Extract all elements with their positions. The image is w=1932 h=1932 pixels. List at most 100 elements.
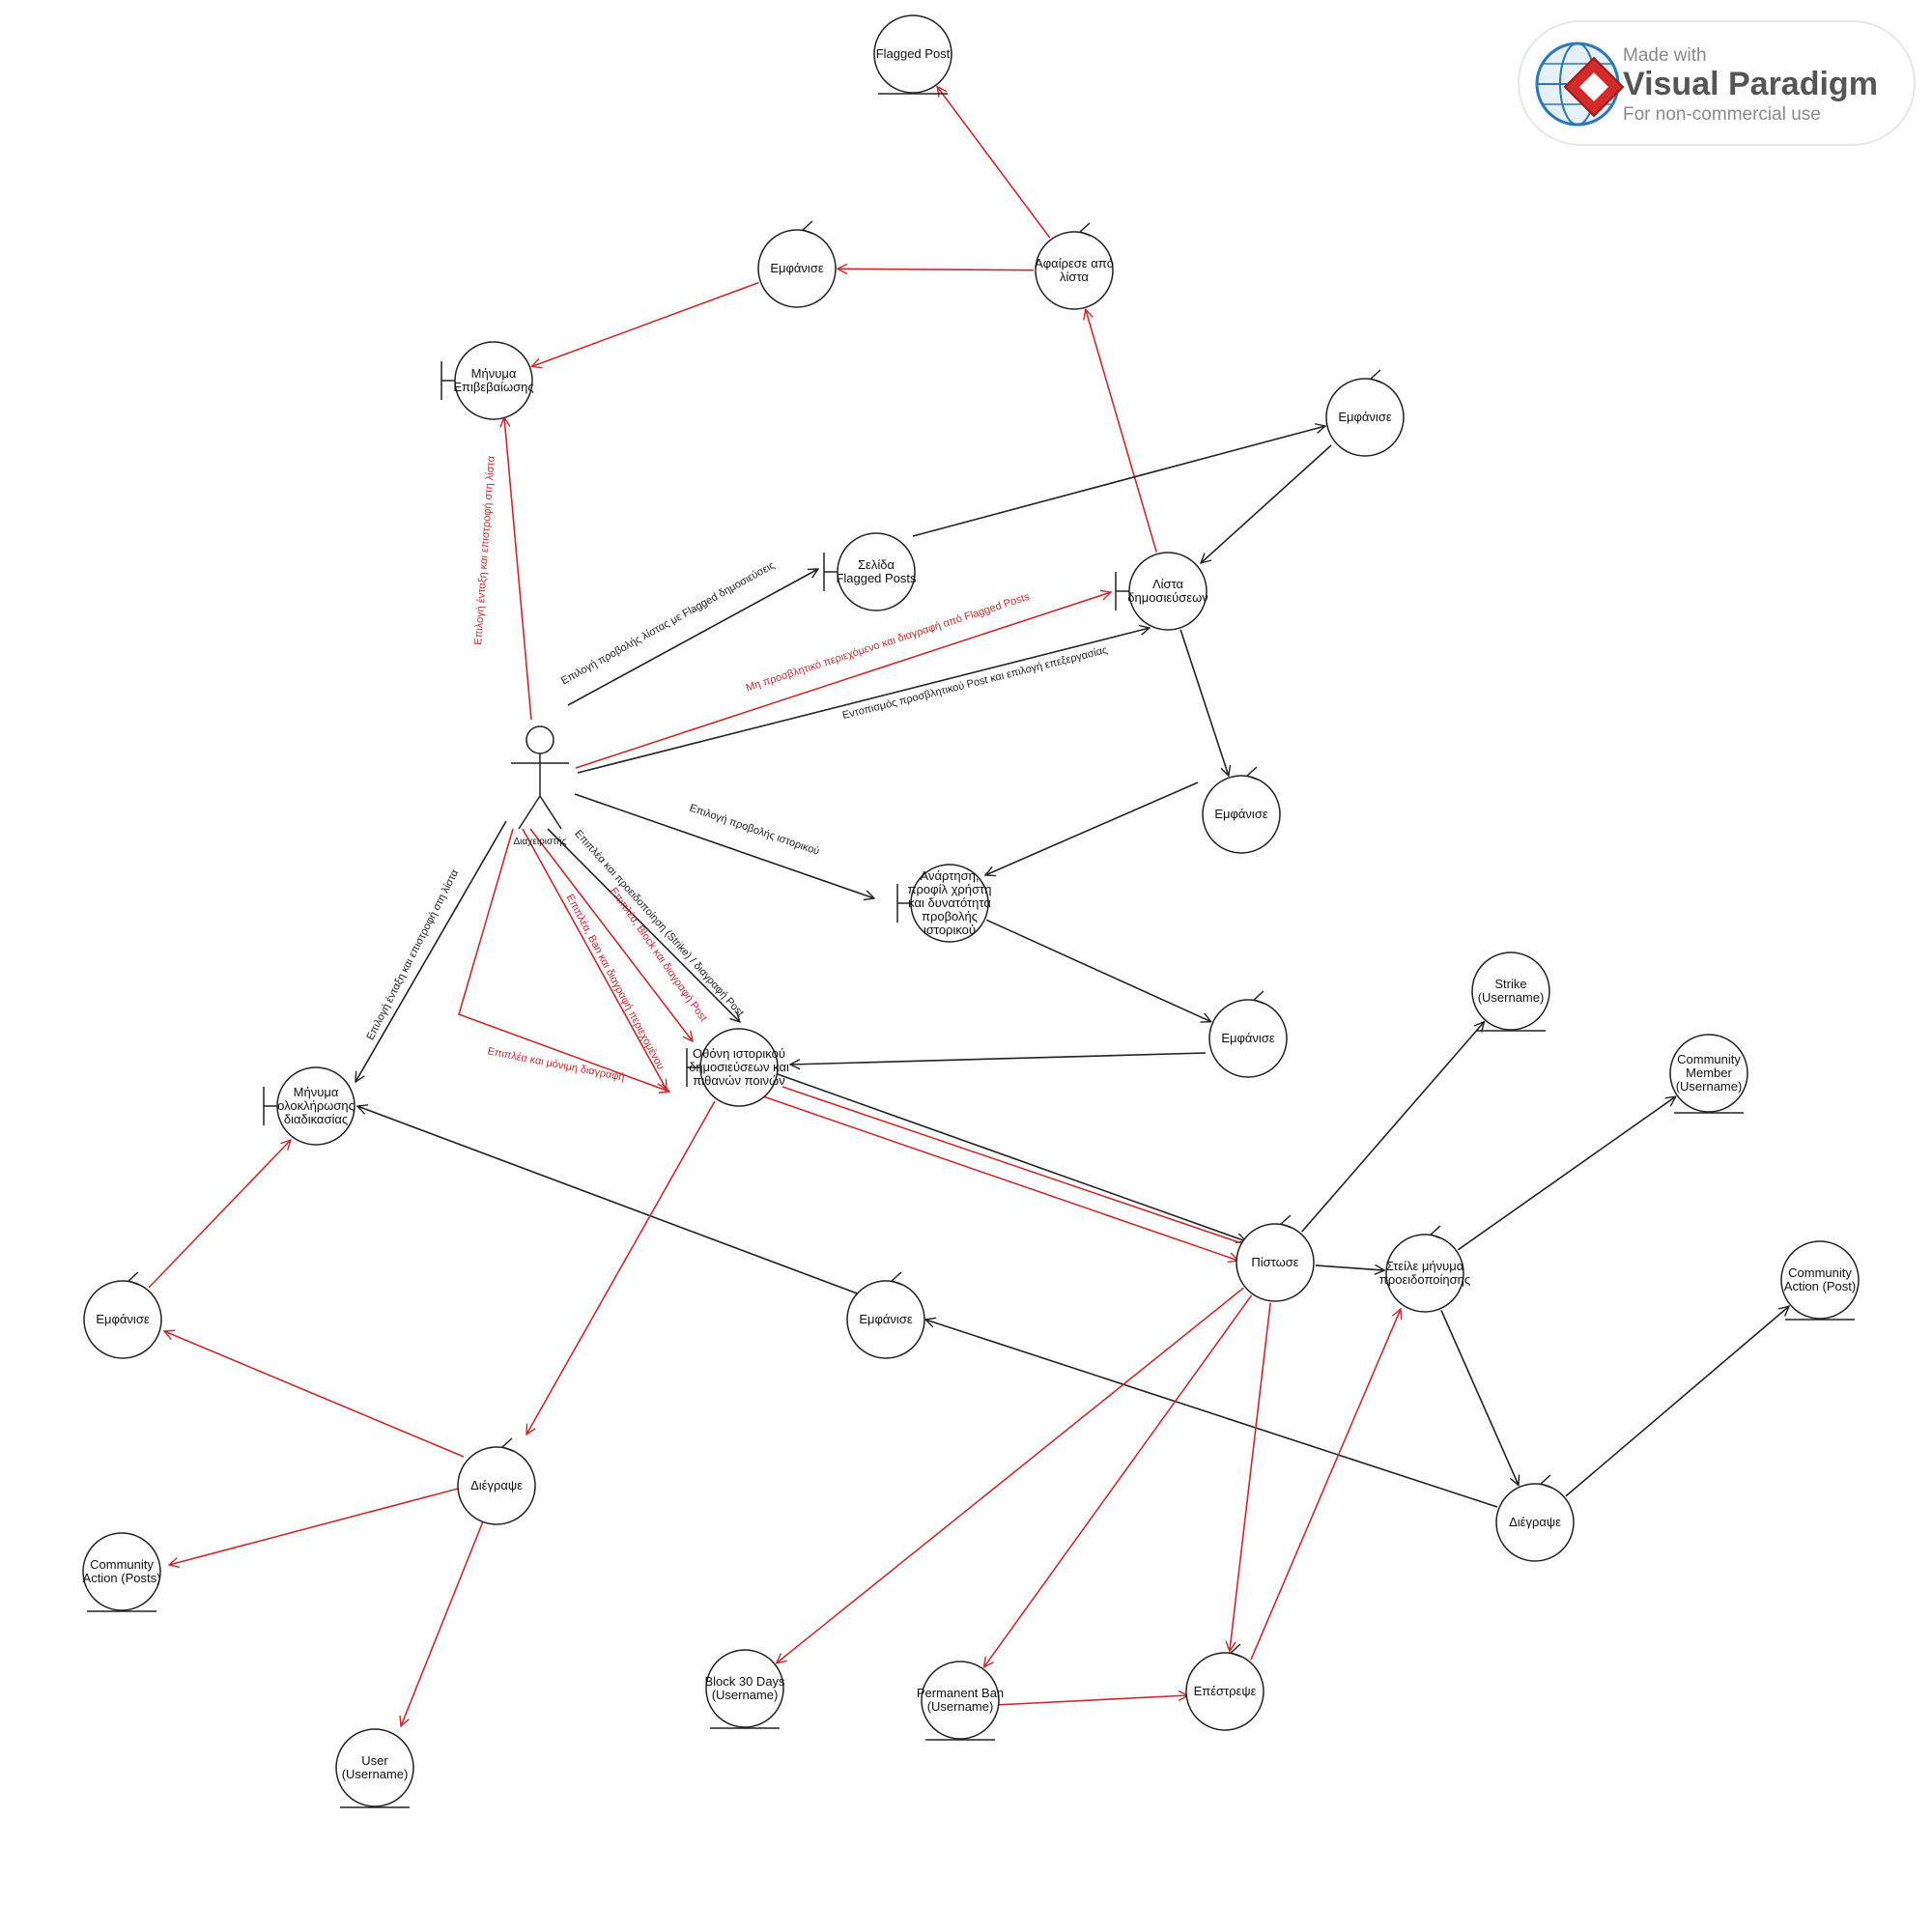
edge-permanent_ban-to-return_ctrl bbox=[994, 1695, 1188, 1706]
edge-admin-to-confirm_msg bbox=[504, 417, 532, 721]
watermark-line2: Visual Paradigm bbox=[1623, 66, 1878, 102]
node-credit[interactable]: Πίστωσε bbox=[1236, 1214, 1315, 1302]
node-show_right2[interactable]: Εμφάνισε bbox=[1202, 766, 1281, 854]
edge-admin-to-history_screen bbox=[522, 828, 667, 1090]
edge-label: Επιλογή προβολής λίστας με Flagged δημοσ… bbox=[559, 559, 777, 687]
edge-remove_list-to-flagged_post bbox=[937, 87, 1051, 239]
edge-credit-to-send_warning bbox=[1315, 1265, 1384, 1270]
node-label: Strike bbox=[1494, 977, 1526, 991]
node-label: Πίστωσε bbox=[1251, 1255, 1298, 1269]
node-label: Εμφάνισε bbox=[859, 1312, 913, 1326]
edge-label: Επιπλέα και προειδοποίηση (Strike) / δια… bbox=[572, 828, 746, 1019]
control-circle bbox=[1035, 231, 1114, 310]
node-user_entity[interactable]: User(Username) bbox=[335, 1728, 414, 1808]
edge-delete_right-to-community_action_post bbox=[1565, 1306, 1789, 1497]
control-arrow-icon bbox=[1370, 369, 1382, 384]
edge-send_warning-to-delete_right bbox=[1440, 1310, 1519, 1485]
watermark: Made with Visual Paradigm For non-commer… bbox=[1518, 20, 1916, 146]
edge-history_screen-to-credit bbox=[781, 1086, 1256, 1248]
node-return_ctrl[interactable]: Επέστρεψε bbox=[1185, 1643, 1264, 1731]
node-block30[interactable]: Block 30 Days(Username) bbox=[704, 1649, 785, 1729]
node-label: προειδοποίησης bbox=[1379, 1272, 1470, 1287]
node-label: Μήνυμα bbox=[294, 1085, 339, 1099]
control-circle bbox=[1325, 378, 1405, 457]
node-label: και δυνατότητα bbox=[908, 895, 991, 910]
node-show_right1[interactable]: Εμφάνισε bbox=[1325, 369, 1405, 457]
control-arrow-icon bbox=[1246, 766, 1259, 781]
control-arrow-icon bbox=[1540, 1474, 1552, 1489]
node-permanent_ban[interactable]: Permanent Ban(Username) bbox=[917, 1661, 1004, 1741]
node-show_mid[interactable]: Εμφάνισε bbox=[846, 1271, 925, 1359]
node-label: (Username) bbox=[927, 1699, 994, 1714]
node-label: Action (Posts) bbox=[83, 1571, 161, 1585]
node-label: Community bbox=[1788, 1265, 1852, 1280]
edge-return_ctrl-to-send_warning bbox=[1250, 1309, 1401, 1661]
node-label: User bbox=[361, 1753, 388, 1768]
control-arrow-icon bbox=[802, 220, 814, 235]
edge-label: Επιπλέα και μόνιμη διαγραφή bbox=[487, 1045, 626, 1083]
entity-circle bbox=[335, 1728, 414, 1807]
node-label: Επιβεβαίωσης bbox=[453, 380, 533, 394]
node-label: Εμφάνισε bbox=[1338, 410, 1392, 424]
edge-label: Επιλογή προβολής ιστορικού bbox=[688, 802, 821, 857]
node-delete_left[interactable]: Διέγραψε bbox=[457, 1437, 536, 1525]
entity-circle bbox=[705, 1649, 784, 1728]
control-circle bbox=[1236, 1223, 1315, 1302]
entity-circle bbox=[873, 14, 952, 94]
entity-circle bbox=[921, 1661, 1000, 1740]
node-show_top[interactable]: Εμφάνισε bbox=[757, 220, 837, 308]
node-delete_right[interactable]: Διέγραψε bbox=[1495, 1474, 1575, 1562]
edge-admin-to-complete_msg bbox=[355, 820, 507, 1082]
entity-circle bbox=[1471, 952, 1550, 1031]
edge-posts_list-to-show_right2 bbox=[1179, 629, 1229, 776]
edge-admin-to-posts_list bbox=[577, 628, 1150, 774]
node-show_left[interactable]: Εμφάνισε bbox=[83, 1271, 162, 1359]
edge-admin-to-history_screen bbox=[529, 828, 693, 1041]
control-circle bbox=[846, 1280, 925, 1359]
control-arrow-icon bbox=[1079, 222, 1092, 237]
entity-circle bbox=[1780, 1240, 1860, 1320]
edge-remove_list-to-show_top bbox=[838, 269, 1035, 270]
control-arrow-icon bbox=[1230, 1643, 1242, 1658]
control-arrow-icon bbox=[1280, 1214, 1293, 1229]
edge-history_screen-to-credit bbox=[762, 1095, 1238, 1261]
control-circle bbox=[1185, 1652, 1264, 1731]
edge-delete_left-to-user_entity bbox=[401, 1520, 484, 1726]
node-label: Εμφάνισε bbox=[770, 261, 824, 275]
control-circle bbox=[1202, 775, 1281, 854]
node-strike_entity[interactable]: Strike(Username) bbox=[1471, 952, 1550, 1032]
entity-circle bbox=[1669, 1034, 1748, 1113]
edge-delete_right-to-show_mid bbox=[925, 1320, 1498, 1508]
control-circle bbox=[757, 229, 837, 308]
control-arrow-icon bbox=[128, 1271, 140, 1286]
node-label: Ανάρτηση, bbox=[921, 868, 980, 883]
edge-send_warning-to-community_member bbox=[1457, 1096, 1675, 1251]
node-show_right3[interactable]: Εμφάνισε bbox=[1208, 990, 1288, 1078]
actor-admin[interactable]: Διαχειριστής bbox=[511, 725, 569, 847]
edge-flagged_page-to-show_right1 bbox=[912, 426, 1325, 537]
node-label: Community bbox=[90, 1557, 154, 1572]
edge-credit-to-return_ctrl bbox=[1230, 1302, 1271, 1652]
edge-show_right1-to-posts_list bbox=[1201, 444, 1332, 563]
node-label: προφίλ χρήστη bbox=[908, 882, 992, 896]
edge-admin-to-posts_list bbox=[575, 592, 1111, 769]
edge-admin-to-history_screen bbox=[458, 828, 669, 1092]
node-label: διαδικασίας bbox=[284, 1112, 348, 1126]
node-label: Αφαίρεσε από bbox=[1035, 256, 1114, 270]
edge-history_screen-to-delete_left bbox=[526, 1100, 716, 1435]
node-flagged_post[interactable]: Flagged Post bbox=[873, 14, 952, 95]
node-label: Μήνυμα bbox=[471, 366, 517, 381]
edge-show_left-to-complete_msg bbox=[148, 1140, 291, 1289]
